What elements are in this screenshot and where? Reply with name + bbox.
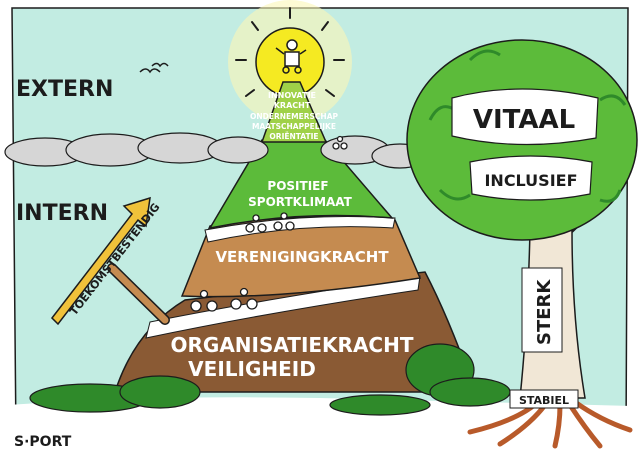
signpost	[51, 196, 170, 326]
summit-figure-icon	[275, 39, 307, 74]
green-slope	[208, 139, 394, 230]
ground	[8, 397, 632, 446]
summit-line-4: MAATSCHAPPELIJKE	[252, 122, 336, 131]
inclusief-panel	[469, 155, 593, 201]
label-intern: INTERN	[16, 201, 108, 226]
cloud-band	[4, 132, 429, 169]
sport-logo: S·PORT	[14, 434, 72, 450]
label-vitaal: VITAAL	[473, 105, 575, 135]
vitaal-panel	[451, 88, 599, 146]
positief-line-1: POSITIEF	[267, 179, 328, 193]
summit-line-3: ONDERNEMERSCHAP	[250, 112, 339, 121]
upper-band	[204, 216, 396, 243]
roots-label-panel	[509, 389, 579, 409]
label-stabiel: STABIEL	[519, 394, 569, 407]
canopy-texture	[428, 49, 627, 203]
sign-arrow	[51, 196, 151, 326]
cyclist-icon	[190, 135, 348, 312]
positief-line-2: SPORTKLIMAAT	[248, 195, 353, 209]
bird-icon	[139, 62, 169, 74]
label-extern: EXTERN	[16, 77, 113, 102]
summit-line-2: KRACHT	[274, 101, 311, 110]
label-inclusief: INCLUSIEF	[484, 171, 577, 190]
trunk-label-panel	[521, 267, 563, 353]
summit-line-5: ORIËNTATIE	[269, 132, 318, 141]
label-sterk: STERK	[534, 279, 555, 345]
grass-bushes	[29, 343, 511, 416]
summit-zone	[260, 81, 328, 143]
organisatie-line-2: VEILIGHEID	[188, 357, 316, 381]
organisatie-line-1: ORGANISATIEKRACHT	[171, 333, 414, 357]
summit-line-1: INNOVATIE	[268, 91, 316, 100]
lower-band	[145, 275, 421, 339]
label-verenigingkracht: VERENIGINGKRACHT	[215, 248, 389, 266]
